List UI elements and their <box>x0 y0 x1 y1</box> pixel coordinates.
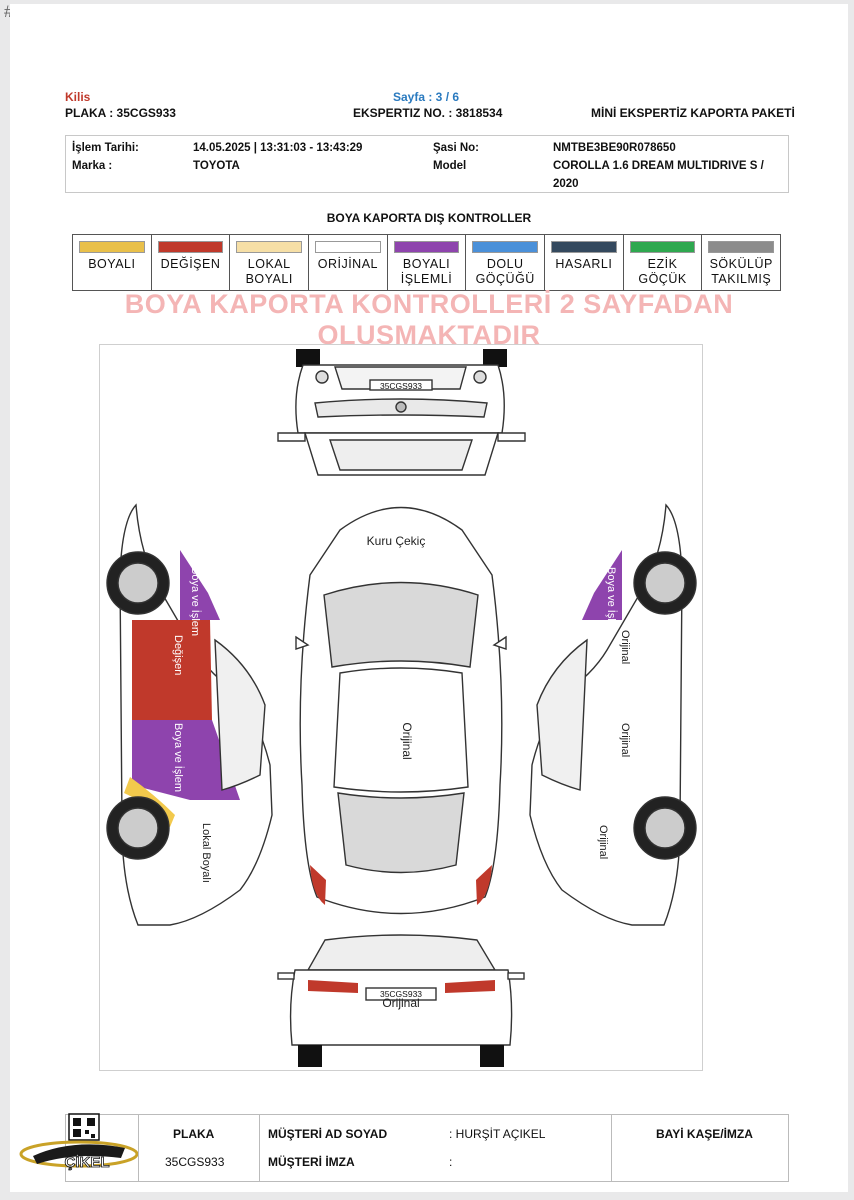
right-front-door-label: Orijinal <box>619 630 631 664</box>
roof-label: Orijinal <box>400 722 414 759</box>
rear-label: Orijinal <box>382 996 419 1010</box>
legend-swatch <box>629 241 696 253</box>
footer-table: PLAKA 35CGS933 MÜŞTERİ AD SOYAD : HURŞİT… <box>65 1114 789 1182</box>
legend-swatch <box>708 241 775 253</box>
right-rear-fender-label: Orijinal <box>597 825 609 859</box>
legend-item: BOYALI İŞLEMLİ <box>388 235 467 290</box>
section-title: BOYA KAPORTA DIŞ KONTROLLER <box>326 211 532 225</box>
legend-label: EZİK GÖÇÜK <box>638 257 687 286</box>
date-label: İşlem Tarihi: <box>72 142 139 154</box>
legend-item: DEĞİŞEN <box>152 235 231 290</box>
legend-label: LOKAL BOYALI <box>245 257 293 286</box>
legend-swatch <box>551 241 617 253</box>
legend-item: HASARLI <box>545 235 624 290</box>
plate-header: PLAKA : 35CGS933 <box>65 106 176 120</box>
city: Kilis <box>65 90 91 104</box>
footer-plate-label: PLAKA <box>173 1127 215 1141</box>
left-rear-door-label: Boya ve İşlem <box>172 723 185 792</box>
legend-swatch <box>472 241 539 253</box>
model-value-line2: 2020 <box>553 178 579 190</box>
roof-front-label: Kuru Çekiç <box>367 534 426 548</box>
chassis-label: Şasi No: <box>433 142 480 154</box>
legend-item: DOLU GÖÇÜĞÜ <box>466 235 546 290</box>
legend-swatch <box>393 241 460 253</box>
brand-label: Marka : <box>72 160 113 172</box>
front-view: 35CGS933 <box>277 349 526 476</box>
right-front-fender-label: Boya ve İşlem <box>605 567 618 636</box>
legend-label: ORİJİNAL <box>317 257 378 271</box>
expertise-number: EKSPERTIZ NO. : 3818534 <box>353 106 503 120</box>
report-page: Kilis Sayfa : 3 / 6 PLAKA : 35CGS933 EKS… <box>10 4 848 1192</box>
customer-name-label: MÜŞTERİ AD SOYAD <box>268 1127 388 1141</box>
legend-item: ORİJİNAL <box>309 235 388 290</box>
rear-view: 35CGS933 Orijinal <box>277 934 525 1067</box>
rear-plate: 35CGS933 <box>380 989 422 999</box>
legend-swatch <box>157 241 224 253</box>
model-label: Model <box>433 160 467 172</box>
legend-item: EZİK GÖÇÜK <box>624 235 703 290</box>
legend-item: SÖKÜLÜP TAKILMIŞ <box>702 235 780 290</box>
legend-label: BOYALI İŞLEMLİ <box>400 257 453 286</box>
customer-sign-label: MÜŞTERİ İMZA <box>268 1155 355 1169</box>
brand-value: TOYOTA <box>193 160 240 172</box>
legend-swatch <box>315 241 381 253</box>
left-front-door-label: Değişen <box>172 635 184 675</box>
dealer-sign-label: BAYİ KAŞE/İMZA <box>656 1127 753 1141</box>
customer-name-value: : HURŞİT AÇIKEL <box>449 1127 546 1141</box>
date-value: 14.05.2025 | 13:31:03 - 13:43:29 <box>193 142 363 154</box>
legend-label: DOLU GÖÇÜĞÜ <box>475 257 535 286</box>
legend-swatch <box>79 241 145 253</box>
chassis-value: NMTBE3BE90R078650 <box>553 142 676 154</box>
svg-text:ÇİKEL: ÇİKEL <box>65 1154 110 1171</box>
page-indicator: Sayfa : 3 / 6 <box>393 90 460 104</box>
color-legend: BOYALI DEĞİŞEN LOKAL BOYALI ORİJİNAL BOYALI … <box>72 234 781 291</box>
legend-label: DEĞİŞEN <box>160 257 221 271</box>
legend-swatch <box>236 241 303 253</box>
car-damage-diagram: 35CGS933 Kuru Çekiç Orijinal <box>99 344 703 1071</box>
vehicle-info-box: İşlem Tarihi: 14.05.2025 | 13:31:03 - 13… <box>65 135 789 193</box>
package-name: MİNİ EKSPERTİZ KAPORTA PAKETİ <box>591 106 795 120</box>
top-view: Kuru Çekiç Orijinal <box>295 506 507 915</box>
legend-item: BOYALI <box>73 235 152 290</box>
legend-label: SÖKÜLÜP TAKILMIŞ <box>709 257 773 286</box>
left-side-view: Boya ve İşlem Değişen Boya ve İşlem Loka… <box>106 503 273 926</box>
right-side-view: Boya ve İşlem Orijinal Orijinal Orijinal <box>529 503 697 926</box>
watermark-notice: BOYA KAPORTA KONTROLLERİ 2 SAYFADAN OLUŞ… <box>124 289 734 350</box>
front-plate: 35CGS933 <box>380 381 422 391</box>
model-value-line1: COROLLA 1.6 DREAM MULTIDRIVE S / <box>553 160 764 172</box>
customer-sign-value: : <box>449 1155 453 1169</box>
legend-item: LOKAL BOYALI <box>230 235 310 290</box>
legend-label: BOYALI <box>88 257 136 271</box>
company-logo: ÇİKEL <box>13 1112 139 1182</box>
left-front-fender-label: Boya ve İşlem <box>189 567 202 636</box>
right-rear-door-label: Orijinal <box>619 723 631 757</box>
footer-plate-value: 35CGS933 <box>165 1155 225 1169</box>
left-rear-fender-label: Lokal Boyalı <box>200 823 212 883</box>
legend-label: HASARLI <box>555 257 613 271</box>
